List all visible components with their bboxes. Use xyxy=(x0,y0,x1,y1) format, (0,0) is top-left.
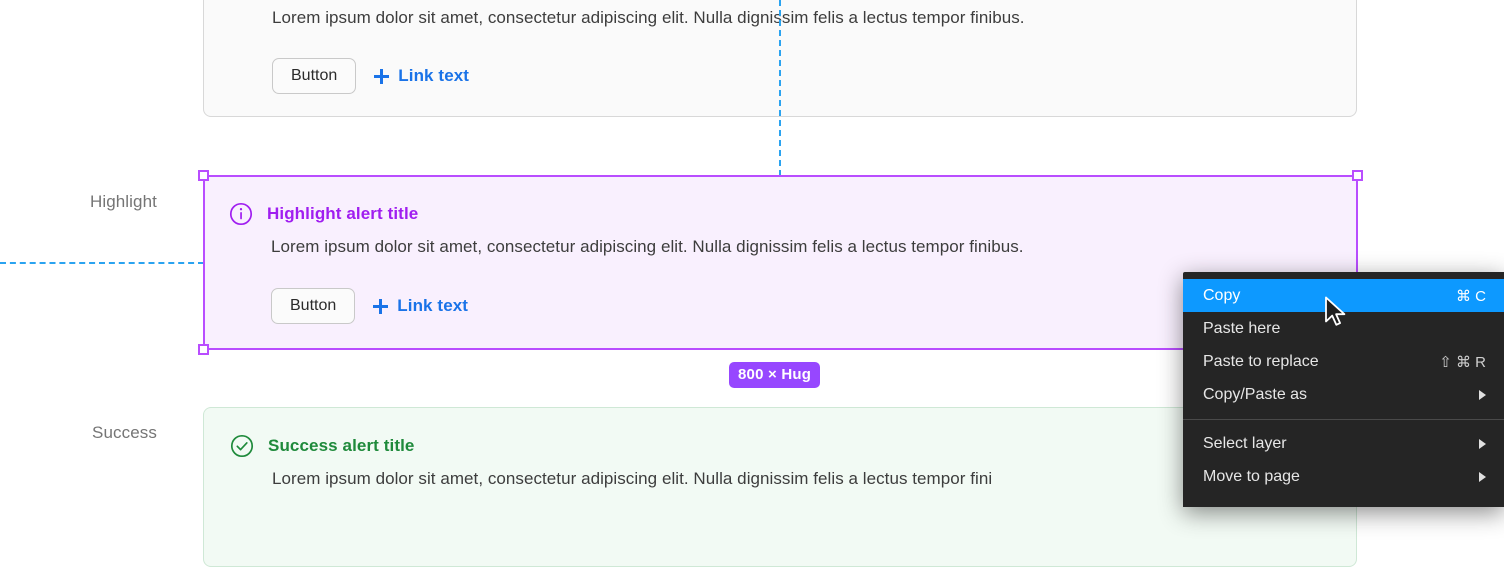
context-menu-item-paste-here[interactable]: Paste here xyxy=(1183,312,1504,345)
context-menu-item-label: Copy xyxy=(1203,286,1241,304)
alert-body-neutral: Lorem ipsum dolor sit amet, consectetur … xyxy=(272,8,1025,27)
alert-head-success: Success alert title xyxy=(230,434,414,458)
alert-button-neutral[interactable]: Button xyxy=(272,58,357,94)
smart-guide-vertical xyxy=(779,0,781,176)
context-menu-item-shortcut: ⇧ ⌘ R xyxy=(1439,353,1486,371)
selection-handle-top-right[interactable] xyxy=(1352,170,1363,181)
submenu-arrow-icon xyxy=(1479,389,1486,400)
submenu-arrow-icon xyxy=(1479,438,1486,449)
alert-button-highlight[interactable]: Button xyxy=(271,288,356,324)
selection-handle-top-left[interactable] xyxy=(198,170,209,181)
alert-title-highlight: Highlight alert title xyxy=(267,204,419,223)
alert-link-label-highlight: Link text xyxy=(397,296,469,315)
plus-icon xyxy=(373,298,389,314)
row-label-highlight: Highlight xyxy=(89,192,157,211)
alert-link-label-neutral: Link text xyxy=(398,66,470,85)
alert-actions-highlight: Button Link text xyxy=(271,288,468,324)
alert-title-success: Success alert title xyxy=(268,436,415,455)
selection-handle-bottom-left[interactable] xyxy=(198,344,209,355)
context-menu-item-move-to-page[interactable]: Move to page xyxy=(1183,460,1504,493)
context-menu-item-select-layer[interactable]: Select layer xyxy=(1183,427,1504,460)
context-menu-item-label: Move to page xyxy=(1203,467,1300,485)
alert-body-success: Lorem ipsum dolor sit amet, consectetur … xyxy=(272,469,993,488)
context-menu-item-label: Copy/Paste as xyxy=(1203,385,1308,403)
context-menu-item-label: Paste here xyxy=(1203,319,1281,337)
context-menu-item-shortcut: ⌘ C xyxy=(1456,287,1486,305)
plus-icon xyxy=(374,68,390,84)
alert-actions-neutral: Button Link text xyxy=(272,58,469,94)
alert-head-highlight: Highlight alert title xyxy=(229,202,418,226)
context-menu-item-paste-to-replace[interactable]: Paste to replace ⇧ ⌘ R xyxy=(1183,345,1504,378)
smart-guide-horizontal xyxy=(0,262,204,264)
context-menu-item-copy[interactable]: Copy ⌘ C xyxy=(1183,279,1504,312)
context-menu-separator xyxy=(1183,419,1504,420)
check-circle-icon xyxy=(230,434,254,458)
alert-body-highlight: Lorem ipsum dolor sit amet, consectetur … xyxy=(271,237,1024,256)
selection-size-badge: 800 × Hug xyxy=(729,362,821,388)
alert-link-highlight[interactable]: Link text xyxy=(373,296,468,316)
submenu-arrow-icon xyxy=(1479,471,1486,482)
row-label-success: Success xyxy=(92,423,157,442)
context-menu-item-label: Select layer xyxy=(1203,434,1287,452)
alert-card-highlight[interactable]: Highlight alert title Lorem ipsum dolor … xyxy=(203,176,1357,349)
context-menu-item-label: Paste to replace xyxy=(1203,352,1319,370)
info-circle-icon xyxy=(229,202,253,226)
context-menu-item-copy-paste-as[interactable]: Copy/Paste as xyxy=(1183,378,1504,411)
alert-link-neutral[interactable]: Link text xyxy=(374,66,469,86)
